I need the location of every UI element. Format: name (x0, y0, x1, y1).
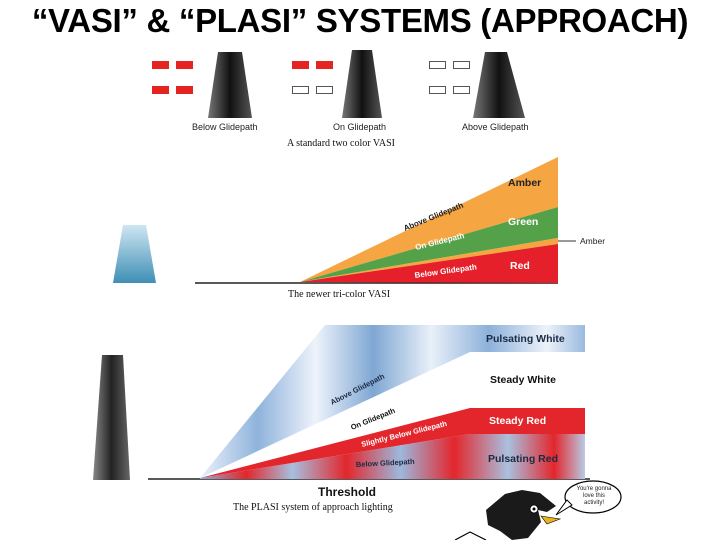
bird-beak-icon (540, 515, 562, 525)
vasi-light-white (292, 86, 309, 94)
speech-bubble-tail (555, 499, 573, 516)
label-below-glidepath: Below Glidepath (192, 122, 258, 132)
band-amber (300, 157, 558, 282)
vasi-light-red (176, 61, 193, 69)
band-amber-thin (300, 238, 558, 282)
vasi-light-red (176, 86, 193, 94)
runway-icon (113, 225, 156, 283)
label-pulsating-white: Pulsating White (486, 333, 565, 345)
label-pulsating-red: Pulsating Red (488, 453, 558, 465)
bird-body-icon (486, 490, 556, 540)
caption-two-color-vasi: A standard two color VASI (287, 138, 395, 149)
label-green: Green (508, 216, 538, 228)
runway-icon (93, 355, 130, 480)
label-threshold: Threshold (318, 485, 377, 499)
label-steady-red: Steady Red (489, 415, 546, 427)
vasi-light-white (316, 86, 333, 94)
page-title: “VASI” & “PLASI” SYSTEMS (APPROACH) (31, 2, 689, 39)
band-pulsating-red (200, 434, 585, 479)
vasi-light-white (429, 86, 446, 94)
band-green (300, 207, 558, 282)
vasi-light-white (429, 61, 446, 69)
runway-above-icon (473, 52, 525, 118)
speech-bubble-text: You're gonna love this activity! (576, 486, 612, 506)
label-amber-side: Amber (580, 236, 605, 246)
vasi-light-white (453, 86, 470, 94)
vasi-light-red (152, 86, 169, 94)
vasi-light-red (292, 61, 309, 69)
label-above-glidepath: Above Glidepath (462, 122, 529, 132)
label-amber: Amber (508, 177, 541, 189)
caption-plasi: The PLASI system of approach lighting (233, 502, 393, 513)
vasi-light-white (453, 61, 470, 69)
speech-bubble (564, 480, 622, 514)
band-steady-red (200, 408, 585, 478)
runway-below-icon (208, 52, 252, 118)
band-pulsating-white (200, 325, 585, 478)
caption-tri-color-vasi: The newer tri-color VASI (288, 289, 391, 300)
runway-on-icon (342, 50, 382, 118)
label-red: Red (510, 260, 530, 272)
band-red (300, 244, 558, 283)
vasi-light-red (316, 61, 333, 69)
vasi-light-red (152, 61, 169, 69)
label-below-glidepath: Below Glidepath (356, 457, 416, 469)
label-steady-white: Steady White (490, 374, 556, 386)
label-on-glidepath: On Glidepath (333, 122, 387, 132)
bird-wing-icon (454, 531, 487, 540)
